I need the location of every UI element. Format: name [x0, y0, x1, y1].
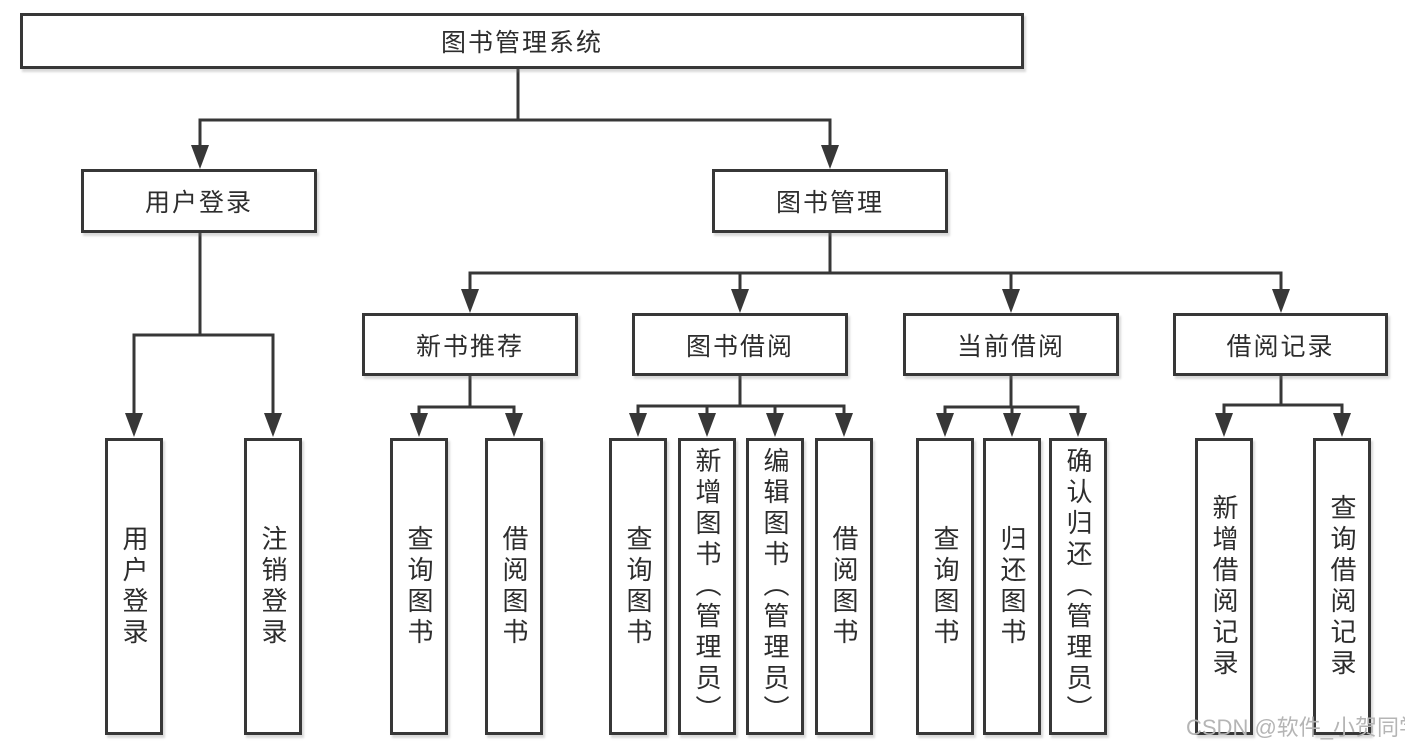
leaf-label: 用户登录 [119, 524, 149, 649]
connector-user-login-to-leaves [125, 232, 282, 437]
leaf-confirm-return-admin: 确认归还（管理员） [1049, 438, 1107, 735]
connector-book-borrow-to-leaves [629, 375, 853, 437]
csdn-watermark: CSDN @软件_小贺同学 [1186, 715, 1405, 740]
leaf-borrow-books-recommend: 借阅图书 [485, 438, 543, 735]
node-new-book-recommend: 新书推荐 [362, 313, 578, 376]
leaf-label: 注销登录 [258, 524, 288, 649]
leaf-logout: 注销登录 [244, 438, 302, 735]
leaf-label: 查询图书 [623, 524, 653, 649]
node-library-management-system: 图书管理系统 [20, 13, 1024, 69]
leaf-label: 查询图书 [930, 524, 960, 649]
leaf-label: 借阅图书 [829, 524, 859, 649]
connector-root-to-level2 [191, 68, 839, 169]
leaf-label: 编辑图书（管理员） [760, 447, 790, 726]
leaf-query-borrow-record: 查询借阅记录 [1313, 438, 1371, 735]
leaf-query-books-current: 查询图书 [916, 438, 974, 735]
leaf-label: 查询借阅记录 [1327, 493, 1357, 680]
node-book-borrow: 图书借阅 [632, 313, 848, 376]
leaf-label: 确认归还（管理员） [1063, 447, 1093, 726]
node-current-borrow: 当前借阅 [903, 313, 1119, 376]
leaf-label: 归还图书 [997, 524, 1027, 649]
connector-new-book-recommend-to-leaves [410, 375, 523, 437]
leaf-label: 借阅图书 [499, 524, 529, 649]
leaf-label: 新增图书（管理员） [692, 447, 722, 726]
leaf-return-books: 归还图书 [983, 438, 1041, 735]
leaf-edit-books-admin: 编辑图书（管理员） [746, 438, 804, 735]
leaf-query-books-recommend: 查询图书 [390, 438, 448, 735]
node-borrow-records: 借阅记录 [1173, 313, 1388, 376]
leaf-label: 新增借阅记录 [1209, 493, 1239, 680]
leaf-query-books-borrow: 查询图书 [609, 438, 667, 735]
connector-borrow-records-to-leaves [1215, 375, 1351, 437]
node-book-management: 图书管理 [712, 169, 948, 233]
connector-book-management-to-level3 [461, 232, 1290, 313]
leaf-add-borrow-record: 新增借阅记录 [1195, 438, 1253, 735]
leaf-label: 查询图书 [404, 524, 434, 649]
leaf-add-books-admin: 新增图书（管理员） [678, 438, 736, 735]
node-user-login: 用户登录 [81, 169, 317, 233]
connector-current-borrow-to-leaves [936, 375, 1087, 437]
leaf-user-login: 用户登录 [105, 438, 163, 735]
leaf-borrow-books: 借阅图书 [815, 438, 873, 735]
